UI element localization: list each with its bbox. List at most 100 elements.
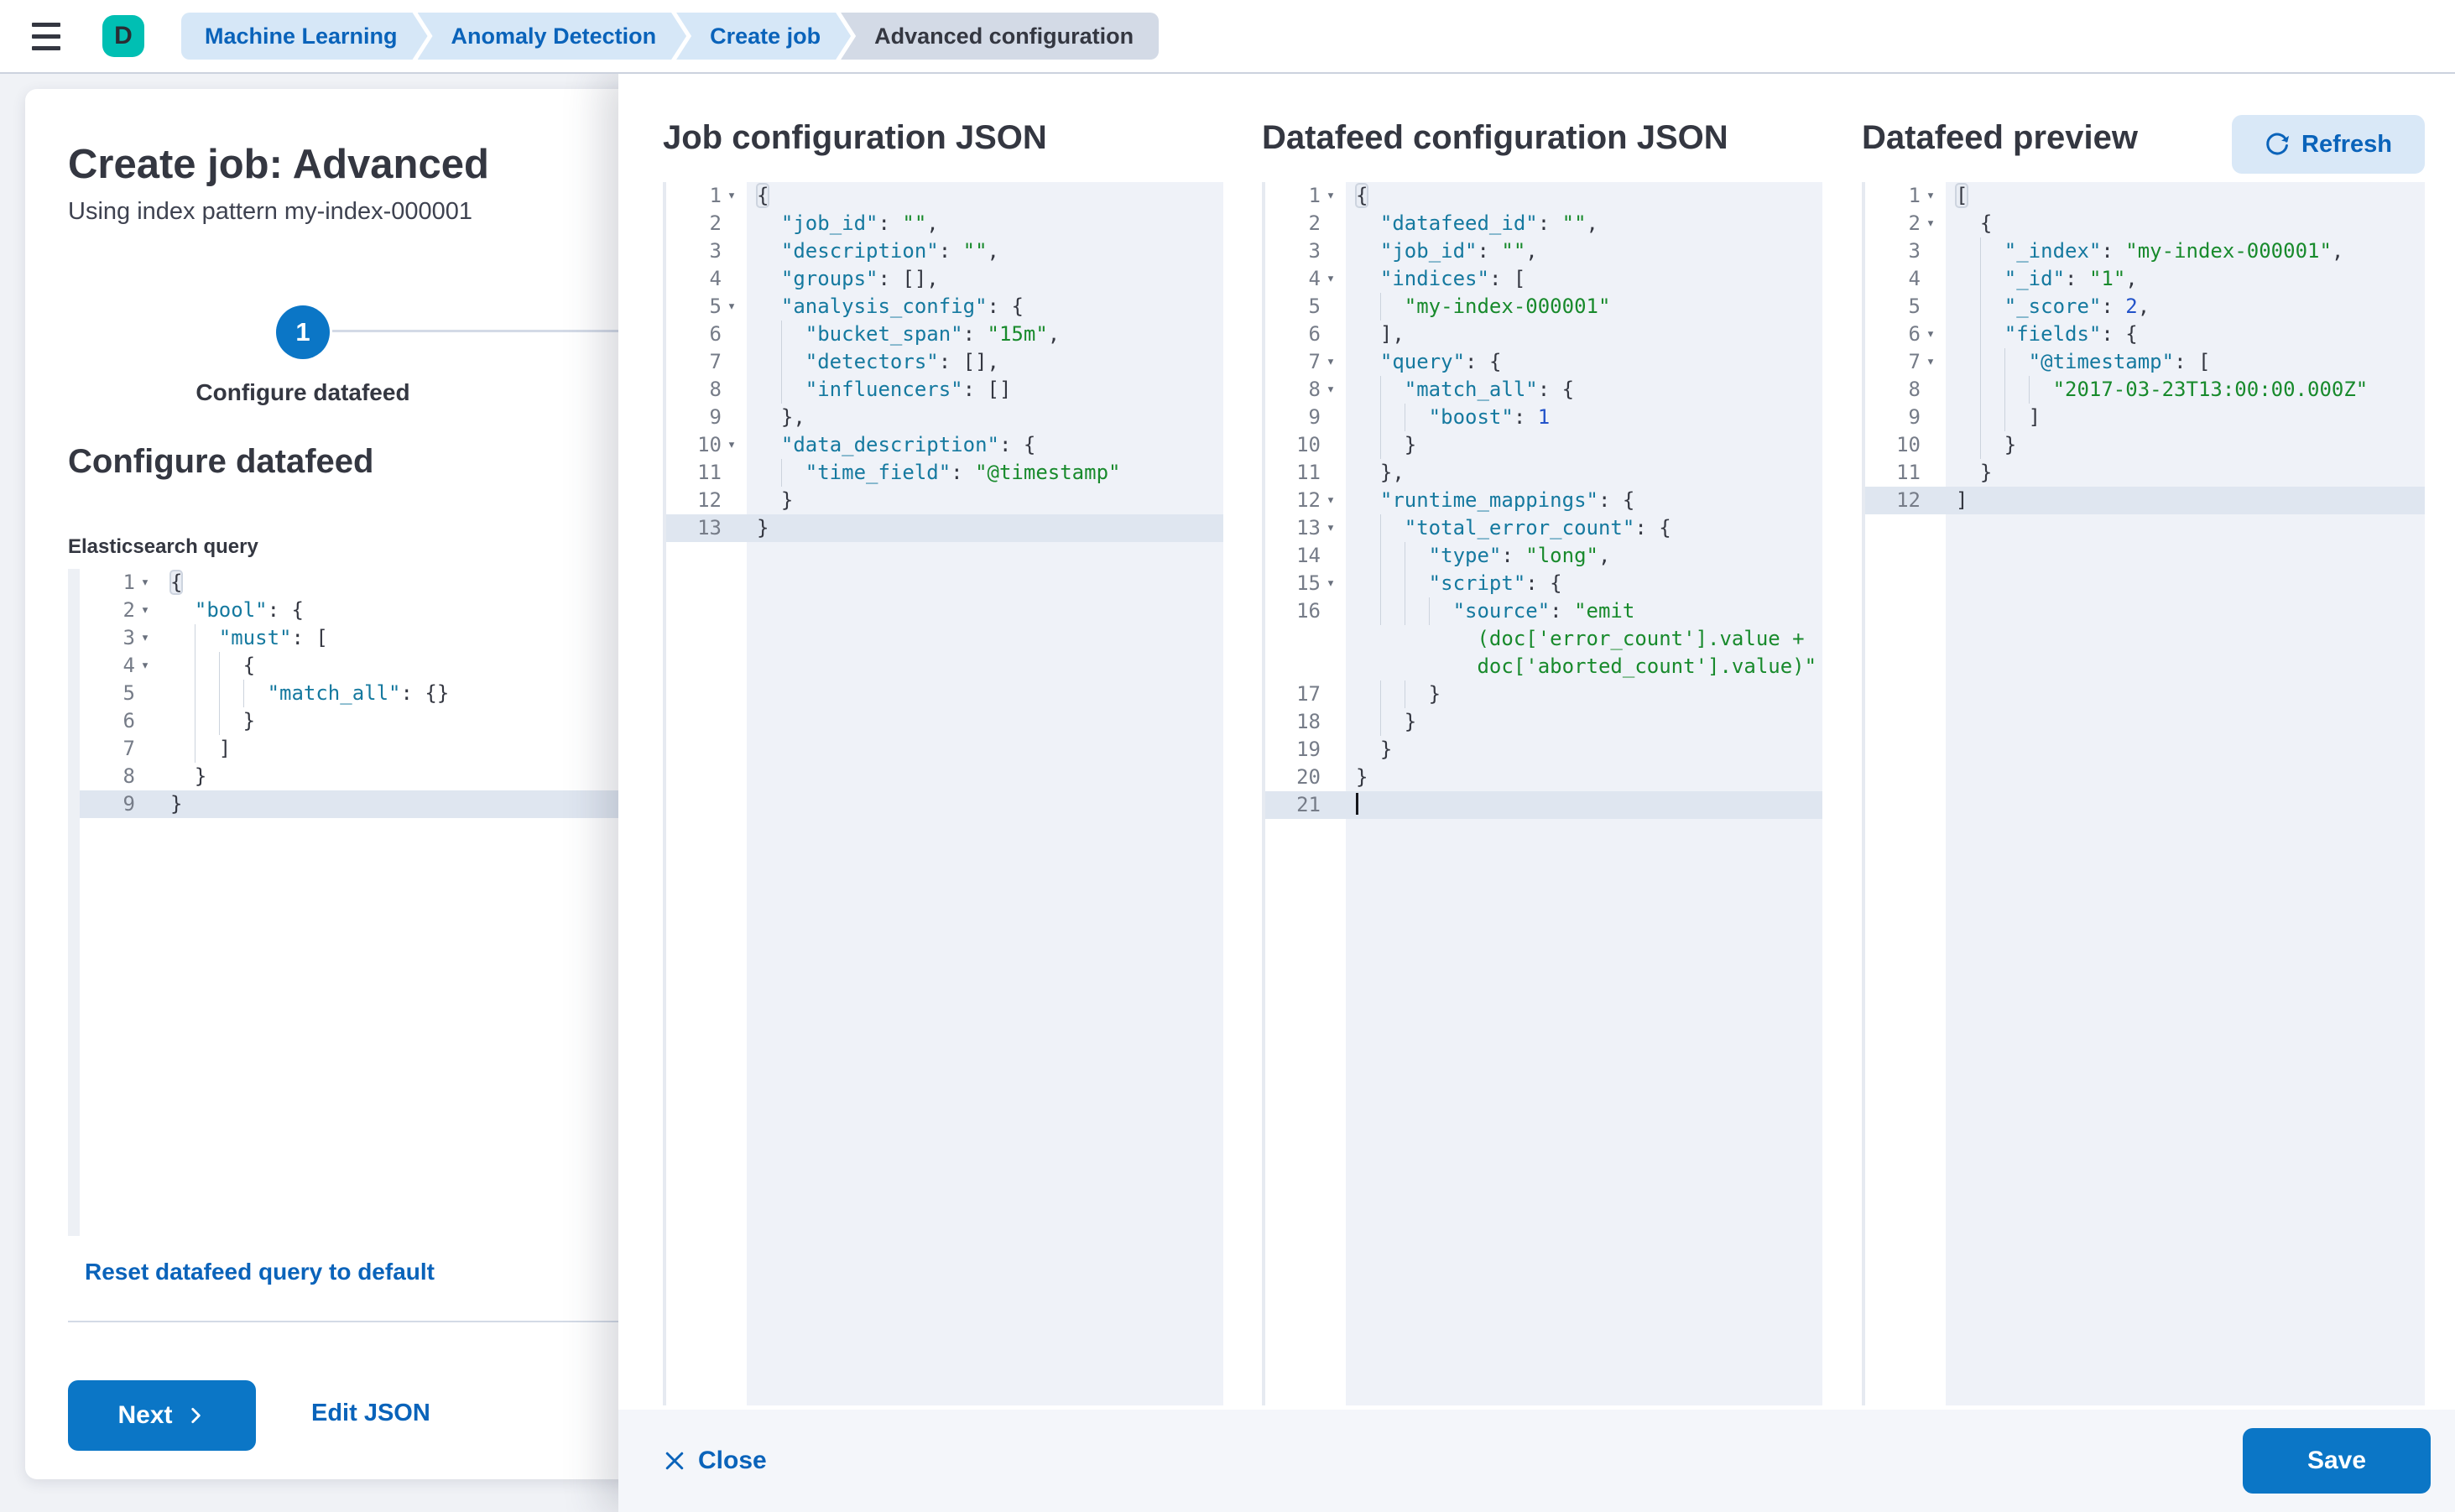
code-line: 8"2017-03-23T13:00:00.000Z" [1865,376,2425,404]
code-line-wrap: doc['aborted_count'].value)" [1265,653,1822,680]
code-line: 3"_index": "my-index-000001", [1865,237,2425,265]
code-line: 12} [666,487,1223,514]
code-line: 6} [80,707,623,735]
fold-toggle-icon[interactable]: ▾ [1326,270,1336,287]
step-progress-line [332,330,636,332]
step-1-indicator[interactable]: 1 [276,305,330,359]
code-line: 10▾"data_description": { [666,431,1223,459]
code-line: 1▾{ [80,569,623,597]
code-line: 1▾[ [1865,182,2425,210]
code-line: 18} [1265,708,1822,736]
code-line: 15▾"script": { [1265,570,1822,597]
code-line: 14"type": "long", [1265,542,1822,570]
reset-datafeed-query-link[interactable]: Reset datafeed query to default [85,1259,435,1285]
code-line: 6], [1265,321,1822,348]
fold-toggle-icon[interactable]: ▾ [1326,519,1336,536]
code-line: 8} [80,763,623,790]
code-line: 7▾"query": { [1265,348,1822,376]
fold-toggle-icon[interactable]: ▾ [140,657,150,674]
editor-empty-area [1265,819,1822,1405]
elasticsearch-query-label: Elasticsearch query [68,535,258,558]
code-line: 10} [1265,431,1822,459]
code-line: 3"description": "", [666,237,1223,265]
code-line: 4▾{ [80,652,623,680]
code-line: 9"boost": 1 [1265,404,1822,431]
code-line: 19} [1265,736,1822,764]
edit-json-button[interactable]: Edit JSON [311,1400,430,1426]
fold-toggle-icon[interactable]: ▾ [1926,187,1936,204]
code-line: 4"_id": "1", [1865,265,2425,293]
fold-toggle-icon[interactable]: ▾ [1326,187,1336,204]
save-button[interactable]: Save [2243,1428,2431,1494]
fold-toggle-icon[interactable]: ▾ [140,602,150,618]
code-line: 21 [1265,791,1822,819]
code-line: 8▾"match_all": { [1265,376,1822,404]
datafeed-config-editor[interactable]: 1▾{2"datafeed_id": "",3"job_id": "",4▾"i… [1262,182,1822,1405]
fold-toggle-icon[interactable]: ▾ [727,298,737,315]
code-line: 2"datafeed_id": "", [1265,210,1822,237]
editor-empty-area [666,542,1223,1405]
flyout-footer: Close Save [618,1410,2455,1512]
editor-empty-area [1865,514,2425,1405]
code-line: 7"detectors": [], [666,348,1223,376]
code-line: 6"bucket_span": "15m", [666,321,1223,348]
code-line: 20} [1265,764,1822,791]
breadcrumb-anomaly-detection[interactable]: Anomaly Detection [418,13,687,60]
fold-toggle-icon[interactable]: ▾ [140,574,150,591]
code-line: 9] [1865,404,2425,431]
close-icon [663,1449,686,1473]
next-button[interactable]: Next [68,1380,256,1451]
code-line: 5"my-index-000001" [1265,293,1822,321]
divider [68,1321,635,1322]
code-line: 2▾{ [1865,210,2425,237]
code-line: 10} [1865,431,2425,459]
fold-toggle-icon[interactable]: ▾ [1326,381,1336,398]
editor-empty-area [80,818,623,1236]
fold-toggle-icon[interactable]: ▾ [1926,326,1936,342]
code-line: 7▾"@timestamp": [ [1865,348,2425,376]
fold-toggle-icon[interactable]: ▾ [727,436,737,453]
breadcrumb-advanced-configuration: Advanced configuration [841,13,1160,60]
code-line: 4"groups": [], [666,265,1223,293]
code-line: 6▾"fields": { [1865,321,2425,348]
fold-toggle-icon[interactable]: ▾ [1926,215,1936,232]
breadcrumb: Machine Learning Anomaly Detection Creat… [181,13,1160,60]
job-config-title: Job configuration JSON [663,119,1047,156]
job-config-editor[interactable]: 1▾{2"job_id": "",3"description": "",4"gr… [663,182,1223,1405]
json-flyout: Job configuration JSON Datafeed configur… [618,74,2455,1512]
breadcrumb-create-job[interactable]: Create job [676,13,851,60]
datafeed-config-title: Datafeed configuration JSON [1262,119,1728,156]
code-line: 11"time_field": "@timestamp" [666,459,1223,487]
refresh-button[interactable]: Refresh [2232,115,2425,174]
code-line: 5▾"analysis_config": { [666,293,1223,321]
fold-toggle-icon[interactable]: ▾ [1326,353,1336,370]
fold-toggle-icon[interactable]: ▾ [1326,575,1336,592]
fold-toggle-icon[interactable]: ▾ [1926,353,1936,370]
code-line: 12] [1865,487,2425,514]
code-line: 13▾"total_error_count": { [1265,514,1822,542]
step-1-label: Configure datafeed [195,379,410,405]
code-line: 12▾"runtime_mappings": { [1265,487,1822,514]
code-line: 7] [80,735,623,763]
elasticsearch-query-editor[interactable]: 1▾{2▾"bool": {3▾"must": [4▾{5"match_all"… [68,569,623,1236]
code-line: 8"influencers": [] [666,376,1223,404]
code-line-wrap: (doc['error_count'].value + [1265,625,1822,653]
close-button[interactable]: Close [663,1410,767,1512]
index-pattern-subtitle: Using index pattern my-index-000001 [68,198,472,225]
fold-toggle-icon[interactable]: ▾ [140,629,150,646]
datafeed-preview-editor[interactable]: 1▾[2▾{3"_index": "my-index-000001",4"_id… [1862,182,2425,1405]
breadcrumb-machine-learning[interactable]: Machine Learning [181,13,428,60]
fold-toggle-icon[interactable]: ▾ [727,187,737,204]
space-avatar[interactable]: D [102,15,144,57]
code-line: 4▾"indices": [ [1265,265,1822,293]
code-line: 2"job_id": "", [666,210,1223,237]
menu-icon[interactable] [32,13,82,60]
code-line: 11}, [1265,459,1822,487]
code-line: 2▾"bool": { [80,597,623,624]
refresh-icon [2265,132,2290,157]
fold-toggle-icon[interactable]: ▾ [1326,492,1336,508]
section-heading: Configure datafeed [68,443,374,480]
code-line: 5"match_all": {} [80,680,623,707]
code-line: 1▾{ [666,182,1223,210]
